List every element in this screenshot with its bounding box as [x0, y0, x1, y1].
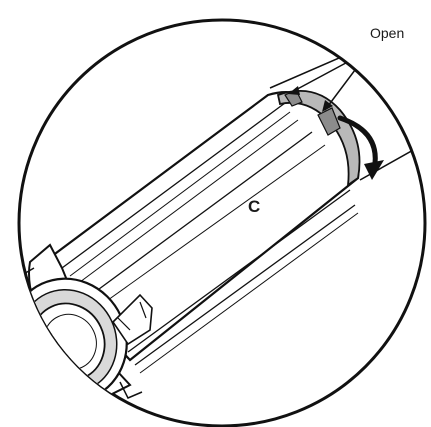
side-latch-detail	[117, 301, 147, 331]
body-rib-8	[139, 212, 359, 374]
open-label: Open	[370, 25, 404, 41]
leader-arrowhead-1	[288, 86, 300, 95]
body-rib-3	[79, 119, 299, 283]
body-rib-2	[69, 111, 291, 277]
part-letter-label: C	[248, 197, 260, 216]
body-rib-7	[134, 204, 356, 366]
rotation-arrowhead	[364, 160, 384, 180]
body-rib-1	[61, 102, 286, 269]
rotating-ring	[276, 89, 361, 187]
body-rib-4	[94, 131, 313, 293]
body-rib-5	[107, 144, 326, 301]
ring-notch	[317, 107, 341, 136]
leader-arrowhead-2	[322, 100, 333, 112]
body-rib-6	[127, 189, 351, 353]
